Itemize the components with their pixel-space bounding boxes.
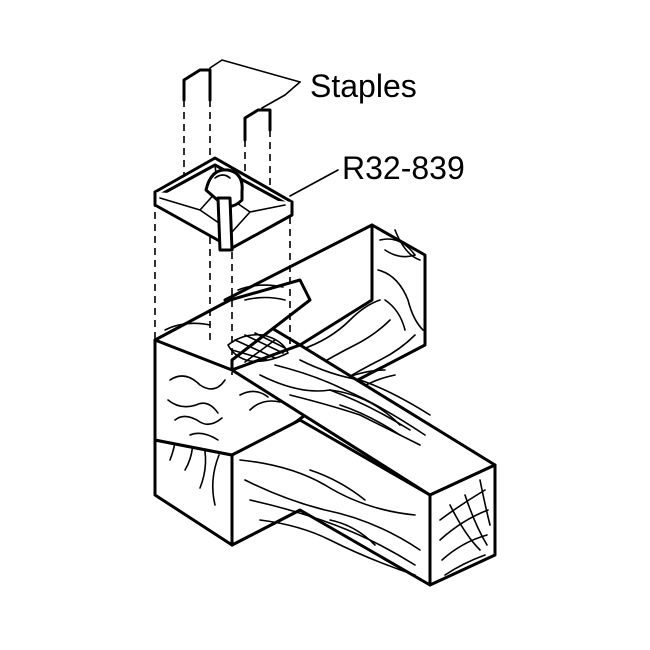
leader-lines bbox=[209, 59, 339, 197]
connector-pad bbox=[227, 332, 289, 363]
front-beam bbox=[230, 343, 497, 587]
staple-right bbox=[243, 108, 272, 142]
part-number-label: R32-839 bbox=[342, 150, 465, 186]
connector-r32-839 bbox=[153, 156, 294, 252]
staples-label: Staples bbox=[310, 68, 417, 104]
staple-left bbox=[182, 68, 212, 102]
